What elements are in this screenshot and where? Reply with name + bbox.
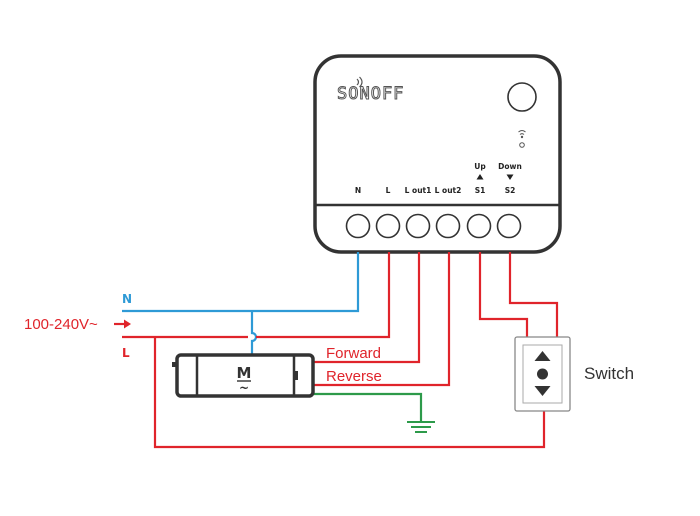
rocker-switch[interactable] [514,336,571,412]
terminal-lout1 [405,213,431,239]
led-indicator [519,142,525,148]
arrow-right-icon [114,319,131,329]
s1-direction-label: Up [474,162,486,171]
terminal-l [375,213,401,239]
terminal-label-l: L [386,186,391,195]
motor-neutral-wire [250,311,258,355]
s2-wire [508,252,559,337]
motor-body [175,353,315,398]
terminal-label-s1: S1 [475,186,486,195]
live-label: L [122,346,130,360]
terminal-lout2 [435,213,461,239]
up-arrow-icon [476,174,484,180]
live-wire [122,252,391,339]
terminal-s1 [466,213,492,239]
switch-down-icon [534,386,551,396]
switch-up-icon [534,351,551,361]
reverse-wire [313,252,451,387]
down-arrow-icon [506,174,514,180]
brand-logo: SONOFF [337,84,404,104]
switch-label: Switch [584,364,634,383]
ground-icon [407,421,435,433]
pairing-button[interactable] [507,82,537,112]
motor: M ~ [172,353,315,398]
forward-wire [313,252,421,364]
terminal-label-lout1: L out1 [405,186,432,195]
device-body [313,54,562,254]
terminal-n [345,213,371,239]
signal-icon [356,76,363,88]
ac-symbol: ~ [239,381,249,395]
sonoff-device: SONOFF Up Down N L L out1 L out2 S1 S2 [313,54,562,254]
motor-symbol: M [237,364,252,382]
voltage-label: 100-240V~ [24,316,98,333]
reverse-label: Reverse [326,368,382,385]
switch-common-wire [153,337,546,449]
terminal-label-n: N [355,186,361,195]
neutral-label: N [122,292,132,306]
neutral-wire [122,252,360,313]
terminal-label-lout2: L out2 [435,186,462,195]
earth-wire [313,392,423,422]
switch-stop-icon [537,368,548,380]
wifi-icon [518,130,526,139]
forward-label: Forward [326,345,381,362]
s2-direction-label: Down [498,162,522,171]
terminal-s2 [496,213,522,239]
s1-wire [478,252,529,337]
terminal-label-s2: S2 [505,186,516,195]
